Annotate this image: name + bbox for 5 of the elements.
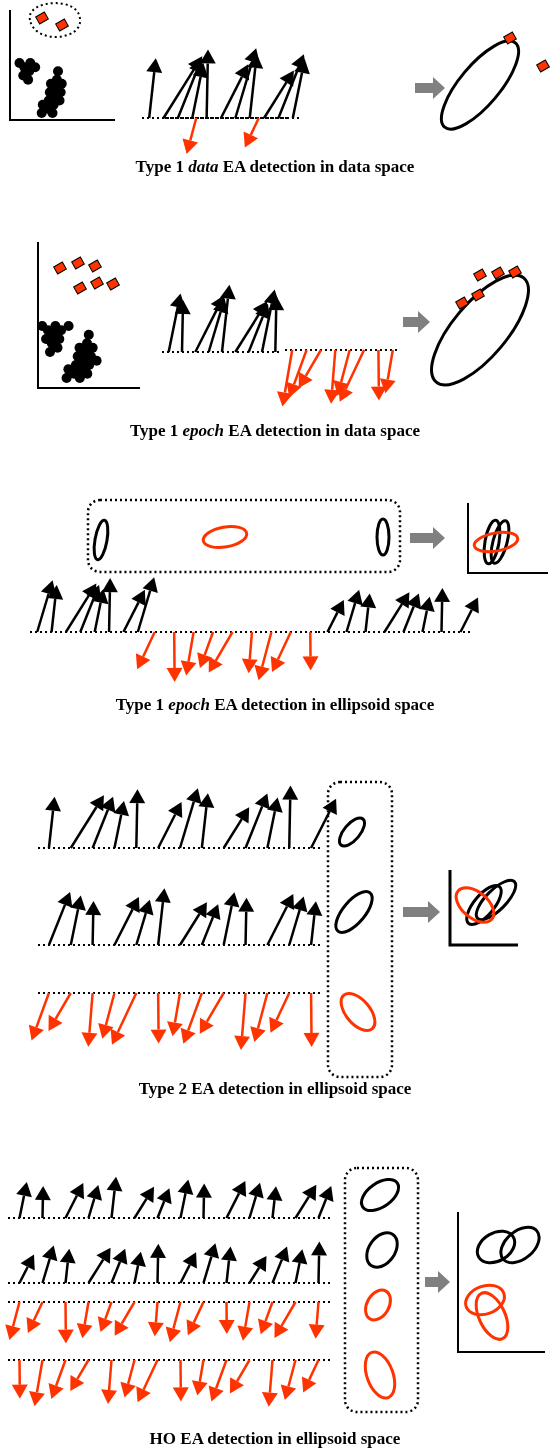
caption: Type 1 epoch EA detection in data space [129, 421, 421, 440]
caption: Type 1 data EA detection in data space [135, 157, 415, 176]
caption: Type 2 EA detection in ellipsoid space [138, 1079, 412, 1098]
caption: Type 1 epoch EA detection in ellipsoid space [115, 695, 435, 714]
caption: HO EA detection in ellipsoid space [149, 1429, 401, 1448]
